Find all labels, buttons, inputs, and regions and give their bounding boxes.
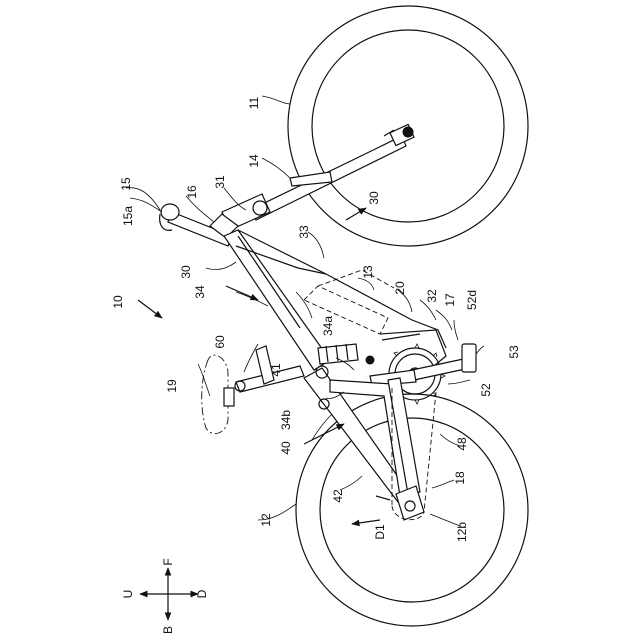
label-33: 33: [297, 225, 311, 239]
label-19: 19: [165, 379, 179, 393]
rear-shock: [318, 344, 374, 364]
crank-and-pedal: [370, 344, 476, 386]
label-11: 11: [247, 96, 261, 109]
label-30-left: 30: [179, 265, 193, 279]
legend-up: U: [121, 590, 135, 599]
label-18: 18: [453, 471, 467, 485]
label-53: 53: [507, 345, 521, 359]
label-52d: 52d: [465, 290, 479, 310]
reference-labels: 11 14 15 15a 16 31 30 33 30 34 13 10 20 …: [111, 96, 521, 542]
label-17: 17: [443, 293, 457, 307]
label-15a: 15a: [121, 206, 135, 226]
label-48: 48: [455, 437, 469, 451]
leader-lines: [126, 96, 484, 526]
label-34a: 34a: [321, 316, 335, 336]
label-20: 20: [393, 281, 407, 295]
label-52: 52: [479, 383, 493, 397]
label-30-right: 30: [367, 191, 381, 205]
label-14: 14: [247, 154, 261, 168]
label-12: 12: [259, 513, 273, 527]
label-34: 34: [193, 285, 207, 299]
label-42: 42: [331, 489, 345, 503]
label-60: 60: [213, 335, 227, 349]
label-31: 31: [213, 175, 227, 189]
label-41: 41: [269, 363, 283, 377]
label-16: 16: [185, 185, 199, 199]
label-32: 32: [425, 289, 439, 303]
legend-front: F: [161, 558, 175, 565]
label-12b: 12b: [455, 522, 469, 542]
label-15: 15: [119, 177, 133, 191]
label-34b: 34b: [279, 410, 293, 430]
seat: [202, 355, 234, 433]
down-tube: [224, 230, 330, 370]
label-40: 40: [279, 441, 293, 455]
label-D1: D1: [373, 524, 387, 540]
front-fork: [250, 124, 414, 220]
label-10: 10: [111, 295, 125, 309]
direction-legend: U D F B: [121, 558, 209, 634]
legend-down: D: [195, 589, 209, 598]
legend-back: B: [161, 626, 175, 634]
handlebar-grip: [160, 204, 179, 230]
label-13: 13: [361, 265, 375, 279]
